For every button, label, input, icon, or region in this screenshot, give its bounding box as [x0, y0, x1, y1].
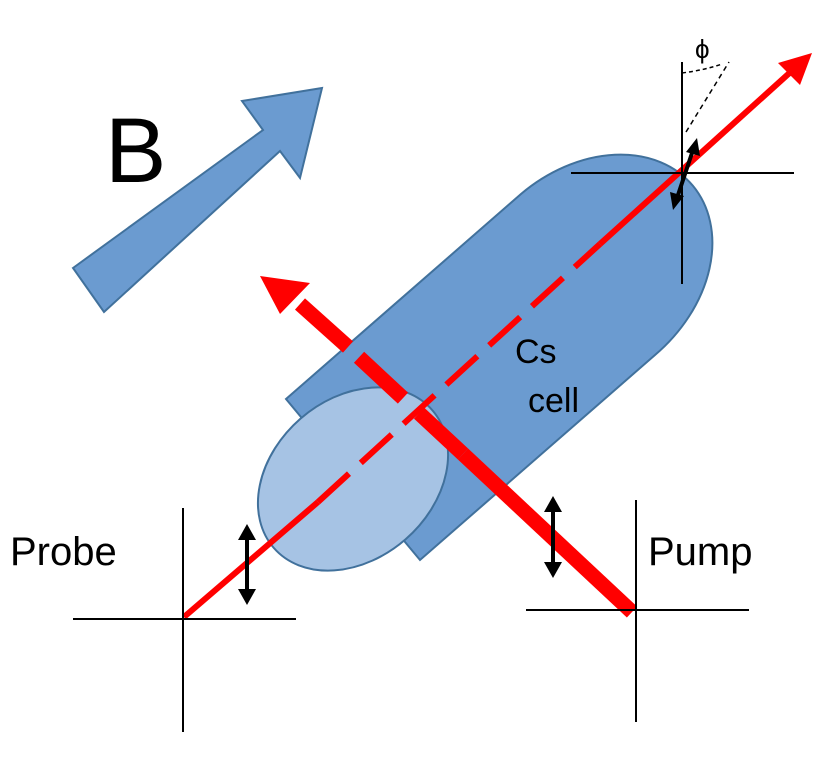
cell-label-line1: Cs — [515, 333, 557, 371]
magnetic-field-arrow — [71, 86, 324, 314]
angle-label-phi: ϕ — [695, 34, 710, 64]
probe-beam — [182, 61, 802, 620]
rotated-polarization-arrow — [670, 138, 700, 210]
pump-polarization-arrow — [544, 496, 562, 578]
probe-output-axes — [571, 62, 794, 284]
pump-label: Pump — [648, 530, 753, 574]
probe-beam-arrowhead — [778, 53, 812, 85]
probe-polarization-arrow — [238, 524, 256, 605]
field-label: B — [105, 100, 166, 202]
pump-input-axes — [526, 500, 749, 722]
cell-label-line2: cell — [528, 382, 579, 420]
rotation-angle-arc — [681, 63, 723, 74]
probe-label: Probe — [10, 530, 117, 574]
cs-cell — [256, 153, 714, 572]
cell-face — [256, 386, 450, 572]
rotated-polarization-guide — [685, 61, 730, 133]
pump-beam — [294, 298, 638, 618]
probe-input-axes — [73, 508, 296, 732]
pump-beam-arrowhead — [260, 276, 310, 314]
